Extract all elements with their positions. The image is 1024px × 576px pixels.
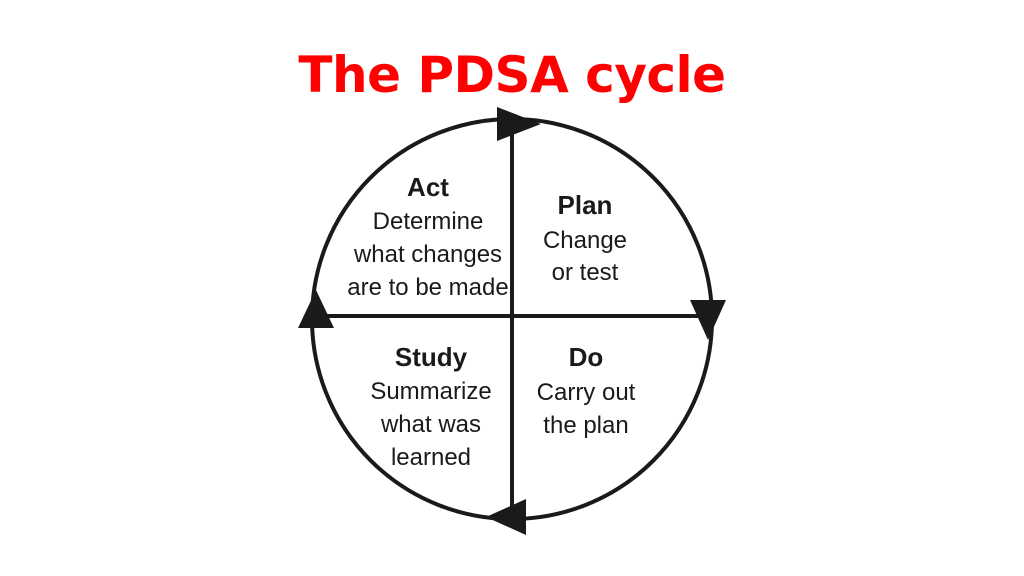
- study-title: Study: [395, 342, 468, 372]
- act-line-1: Determine: [373, 208, 484, 235]
- quadrant-plan: Plan Change or test: [543, 190, 627, 286]
- page-title: The PDSA cycle: [298, 46, 726, 104]
- quadrant-act: Act Determine what changes are to be mad…: [347, 172, 508, 301]
- study-line-1: Summarize: [370, 378, 491, 405]
- do-title: Do: [569, 342, 604, 372]
- act-line-3: are to be made: [347, 274, 508, 301]
- act-title: Act: [407, 172, 449, 202]
- arrow-bottom-icon: [486, 499, 526, 535]
- arrow-right-icon: [690, 300, 726, 340]
- quadrant-do: Do Carry out the plan: [537, 342, 636, 439]
- study-line-2: what was: [380, 411, 481, 438]
- plan-line-1: Change: [543, 227, 627, 254]
- act-line-2: what changes: [353, 241, 502, 268]
- quadrant-study: Study Summarize what was learned: [370, 342, 491, 471]
- do-line-1: Carry out: [537, 379, 636, 406]
- do-line-2: the plan: [543, 412, 628, 439]
- plan-title: Plan: [558, 190, 613, 220]
- study-line-3: learned: [391, 444, 471, 471]
- plan-line-2: or test: [552, 259, 619, 286]
- arrow-left-icon: [298, 290, 334, 328]
- arrow-top-icon: [497, 107, 541, 141]
